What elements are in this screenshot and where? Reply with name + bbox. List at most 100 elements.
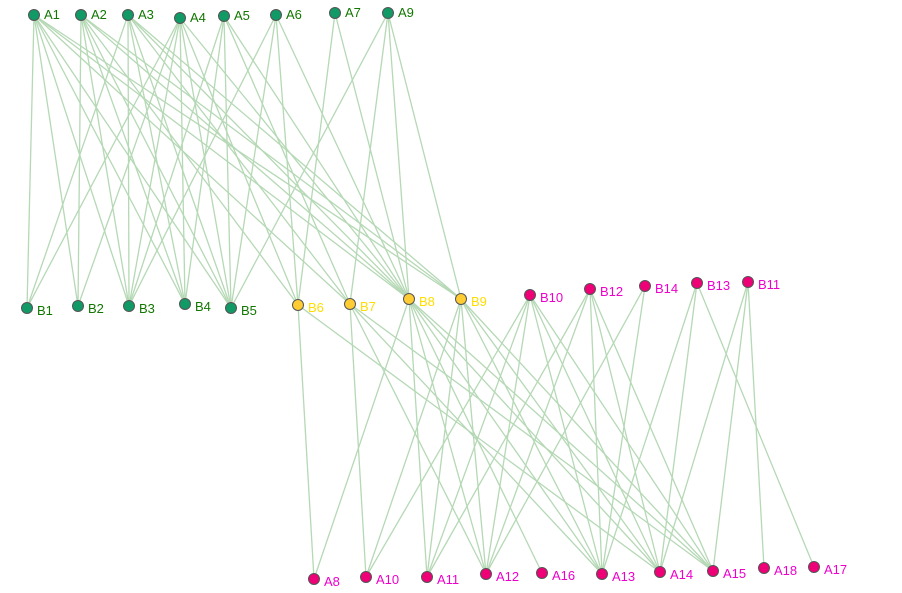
- node-a17[interactable]: A17: [808, 561, 848, 578]
- node-circle[interactable]: [72, 300, 84, 312]
- node-label: B14: [655, 281, 678, 296]
- edge-a2-b2: [77, 14, 82, 307]
- edge-b8-a16: [408, 298, 543, 574]
- node-circle[interactable]: [21, 302, 33, 314]
- edge-a7-b8: [334, 12, 410, 300]
- node-a6[interactable]: A6: [270, 7, 302, 22]
- node-circle[interactable]: [403, 293, 415, 305]
- node-b13[interactable]: B13: [691, 277, 731, 294]
- node-circle[interactable]: [691, 277, 703, 289]
- node-circle[interactable]: [179, 298, 191, 310]
- node-circle[interactable]: [123, 300, 135, 312]
- node-circle[interactable]: [654, 566, 666, 578]
- node-label: B1: [37, 303, 53, 318]
- node-circle[interactable]: [174, 12, 186, 24]
- node-circle[interactable]: [596, 568, 608, 580]
- node-circle[interactable]: [382, 7, 394, 19]
- node-label: B6: [308, 300, 324, 315]
- node-a1[interactable]: A1: [28, 7, 60, 22]
- node-a15[interactable]: A15: [707, 565, 747, 582]
- node-a13[interactable]: A13: [596, 568, 636, 585]
- edges: [26, 12, 815, 580]
- node-a4[interactable]: A4: [174, 10, 206, 25]
- node-a7[interactable]: A7: [329, 5, 361, 20]
- node-circle[interactable]: [808, 561, 820, 573]
- node-label: A18: [774, 563, 797, 578]
- node-circle[interactable]: [122, 9, 134, 21]
- node-b14[interactable]: B14: [639, 280, 679, 297]
- node-circle[interactable]: [639, 280, 651, 292]
- node-label: A6: [286, 7, 302, 22]
- node-a14[interactable]: A14: [654, 566, 694, 583]
- node-b12[interactable]: B12: [584, 283, 624, 300]
- edge-a9-b7: [349, 12, 389, 305]
- node-circle[interactable]: [329, 7, 341, 19]
- edge-b9-a10: [365, 298, 462, 578]
- edge-b13-a13: [601, 282, 698, 575]
- node-label: A4: [190, 10, 206, 25]
- edge-b8-a8: [313, 298, 410, 580]
- edge-a1-b5: [33, 14, 232, 309]
- node-a10[interactable]: A10: [360, 571, 400, 588]
- node-label: A3: [138, 7, 154, 22]
- node-a16[interactable]: A16: [536, 567, 576, 584]
- node-label: A5: [234, 8, 250, 23]
- node-b3[interactable]: B3: [123, 300, 155, 317]
- node-circle[interactable]: [758, 562, 770, 574]
- node-label: A11: [437, 572, 459, 587]
- node-circle[interactable]: [524, 289, 536, 301]
- node-circle[interactable]: [742, 276, 754, 288]
- node-b11[interactable]: B11: [742, 276, 781, 293]
- node-a3[interactable]: A3: [122, 7, 154, 22]
- edge-a1-b4: [33, 14, 186, 305]
- node-circle[interactable]: [75, 9, 87, 21]
- node-b10[interactable]: B10: [524, 289, 564, 306]
- node-circle[interactable]: [270, 9, 282, 21]
- node-b4[interactable]: B4: [179, 298, 211, 315]
- node-b9[interactable]: B9: [455, 293, 487, 310]
- node-label: B11: [758, 277, 780, 292]
- edge-b12-a13: [589, 288, 603, 575]
- node-a12[interactable]: A12: [480, 568, 520, 585]
- edge-a1-b1: [26, 14, 35, 309]
- node-b6[interactable]: B6: [292, 299, 324, 316]
- node-b8[interactable]: B8: [403, 293, 435, 310]
- node-circle[interactable]: [455, 293, 467, 305]
- node-a9[interactable]: A9: [382, 5, 414, 20]
- node-circle[interactable]: [292, 299, 304, 311]
- node-circle[interactable]: [480, 568, 492, 580]
- edge-a4-b2: [77, 17, 181, 307]
- node-a8[interactable]: A8: [308, 573, 340, 590]
- node-a2[interactable]: A2: [75, 7, 107, 22]
- edge-a1-b9: [33, 14, 462, 300]
- node-circle[interactable]: [218, 10, 230, 22]
- edge-a1-b8: [33, 14, 410, 300]
- node-a5[interactable]: A5: [218, 8, 250, 23]
- node-b5[interactable]: B5: [225, 302, 257, 319]
- node-circle[interactable]: [360, 571, 372, 583]
- node-b1[interactable]: B1: [21, 302, 53, 319]
- node-label: A2: [91, 7, 107, 22]
- edge-b8-a13: [408, 298, 603, 575]
- node-circle[interactable]: [584, 283, 596, 295]
- node-circle[interactable]: [28, 9, 40, 21]
- edge-a1-b2: [33, 14, 79, 307]
- node-circle[interactable]: [344, 298, 356, 310]
- node-a11[interactable]: A11: [421, 571, 460, 588]
- node-label: B13: [707, 278, 730, 293]
- node-label: B3: [139, 301, 155, 316]
- edge-b12-a12: [485, 288, 591, 575]
- node-circle[interactable]: [421, 571, 433, 583]
- node-b7[interactable]: B7: [344, 298, 376, 315]
- edge-b8-a11: [408, 298, 428, 578]
- node-a18[interactable]: A18: [758, 562, 798, 579]
- edge-a3-b8: [127, 14, 410, 300]
- node-circle[interactable]: [536, 567, 548, 579]
- node-circle[interactable]: [225, 302, 237, 314]
- node-b2[interactable]: B2: [72, 300, 104, 317]
- node-circle[interactable]: [707, 565, 719, 577]
- node-circle[interactable]: [308, 573, 320, 585]
- node-label: B5: [241, 303, 257, 318]
